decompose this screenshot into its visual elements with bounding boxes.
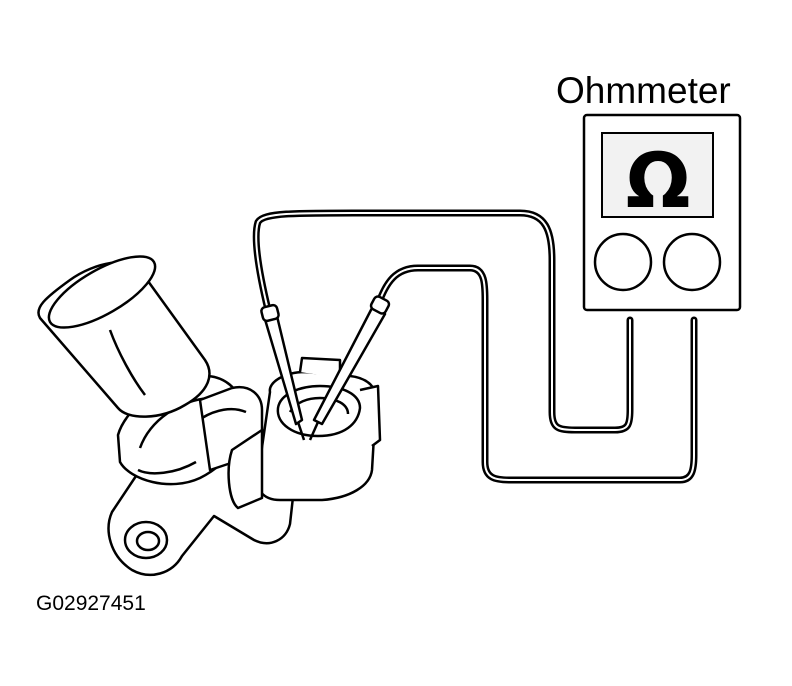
ohmmeter	[582, 113, 742, 312]
jack-left	[593, 232, 653, 292]
ohm-symbol: Ω	[626, 136, 691, 225]
ohmmeter-screen	[601, 132, 714, 218]
ohmmeter-label: Ohmmeter	[556, 70, 731, 111]
test-lead-wires	[252, 209, 698, 484]
sensor	[37, 255, 382, 576]
test-probes	[260, 295, 391, 441]
jack-right	[662, 232, 722, 292]
figure-code: G02927451	[36, 592, 146, 615]
